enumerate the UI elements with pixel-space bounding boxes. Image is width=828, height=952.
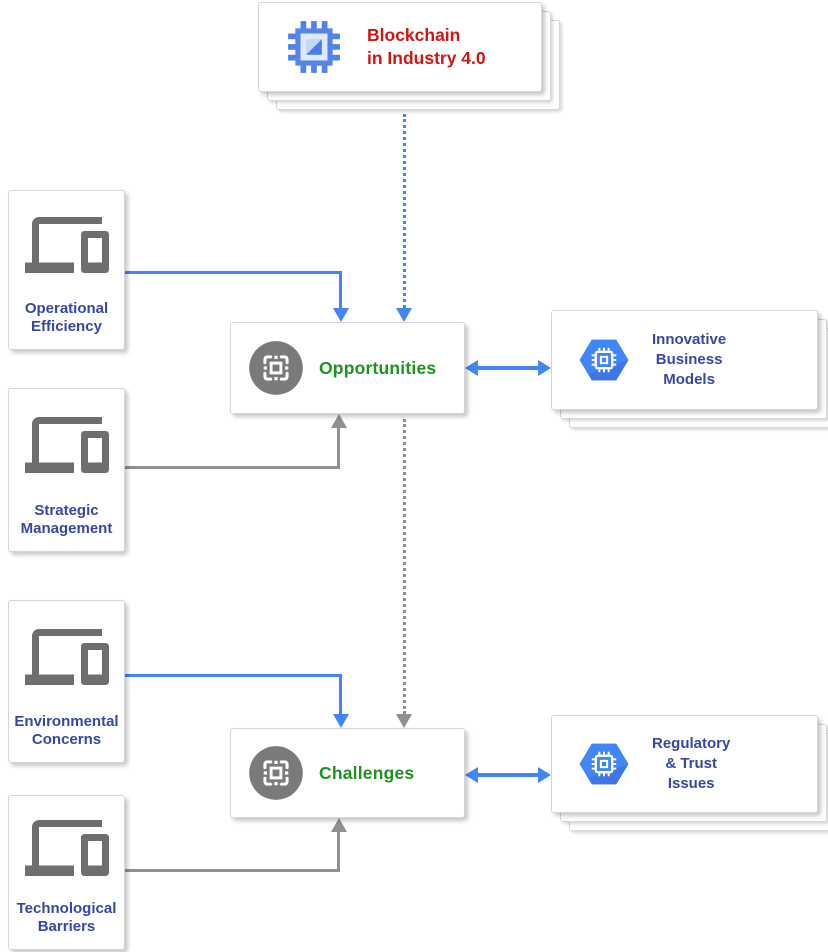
connector-opportunities-to-innovative <box>476 366 540 370</box>
connector-strategic-to-opportunities <box>337 427 340 469</box>
node-technological-barriers: Technological Barriers <box>8 795 125 950</box>
hexagon-chip-icon <box>576 736 632 792</box>
node-environmental-concerns: Environmental Concerns <box>8 600 125 763</box>
devices-icon <box>24 796 109 900</box>
arrowhead-left-icon <box>465 767 478 783</box>
devices-icon <box>24 191 109 300</box>
arrowhead-down-icon <box>333 714 349 728</box>
arrowhead-right-icon <box>538 360 551 376</box>
connector-operational-to-opportunities <box>339 271 342 309</box>
arrowhead-right-icon <box>538 767 551 783</box>
connector-operational-to-opportunities <box>125 271 342 274</box>
devices-icon <box>24 601 109 713</box>
devices-icon <box>24 389 109 502</box>
connector-root-to-opportunities <box>403 114 406 308</box>
node-label: Environmental Concerns <box>14 712 119 749</box>
arrowhead-left-icon <box>465 360 478 376</box>
root-title: Blockchain in Industry 4.0 <box>367 25 486 68</box>
node-label: Regulatory & Trust Issues <box>652 734 731 793</box>
node-label: Innovative Business Models <box>652 330 727 389</box>
connector-environmental-to-challenges <box>339 674 342 715</box>
connector-technological-to-challenges <box>125 869 340 872</box>
cpu-chip-icon <box>285 18 343 76</box>
node-label: Operational Efficiency <box>24 299 109 336</box>
node-operational-efficiency: Operational Efficiency <box>8 190 125 350</box>
arrowhead-down-icon <box>333 308 349 322</box>
node-opportunities: Opportunities <box>230 322 465 414</box>
connector-opportunities-to-challenges <box>403 419 406 714</box>
node-innovative-business-models: Innovative Business Models <box>551 310 818 410</box>
chip-scan-icon <box>248 745 304 801</box>
node-label: Challenges <box>319 762 415 783</box>
connector-strategic-to-opportunities <box>125 466 340 469</box>
connector-challenges-to-regulatory <box>476 773 540 777</box>
connector-technological-to-challenges <box>337 831 340 872</box>
hexagon-chip-icon <box>576 332 632 388</box>
arrowhead-down-icon <box>396 714 412 728</box>
node-strategic-management: Strategic Management <box>8 388 125 552</box>
node-challenges: Challenges <box>230 728 465 818</box>
chip-scan-icon <box>248 340 304 396</box>
node-label: Technological Barriers <box>16 899 117 936</box>
node-label: Strategic Management <box>20 501 113 538</box>
node-label: Opportunities <box>319 357 437 378</box>
node-blockchain-root: Blockchain in Industry 4.0 <box>258 2 542 92</box>
arrowhead-down-icon <box>396 308 412 322</box>
connector-environmental-to-challenges <box>125 674 342 677</box>
arrowhead-up-icon <box>331 414 347 428</box>
arrowhead-up-icon <box>331 818 347 832</box>
node-regulatory-trust-issues: Regulatory & Trust Issues <box>551 715 818 813</box>
